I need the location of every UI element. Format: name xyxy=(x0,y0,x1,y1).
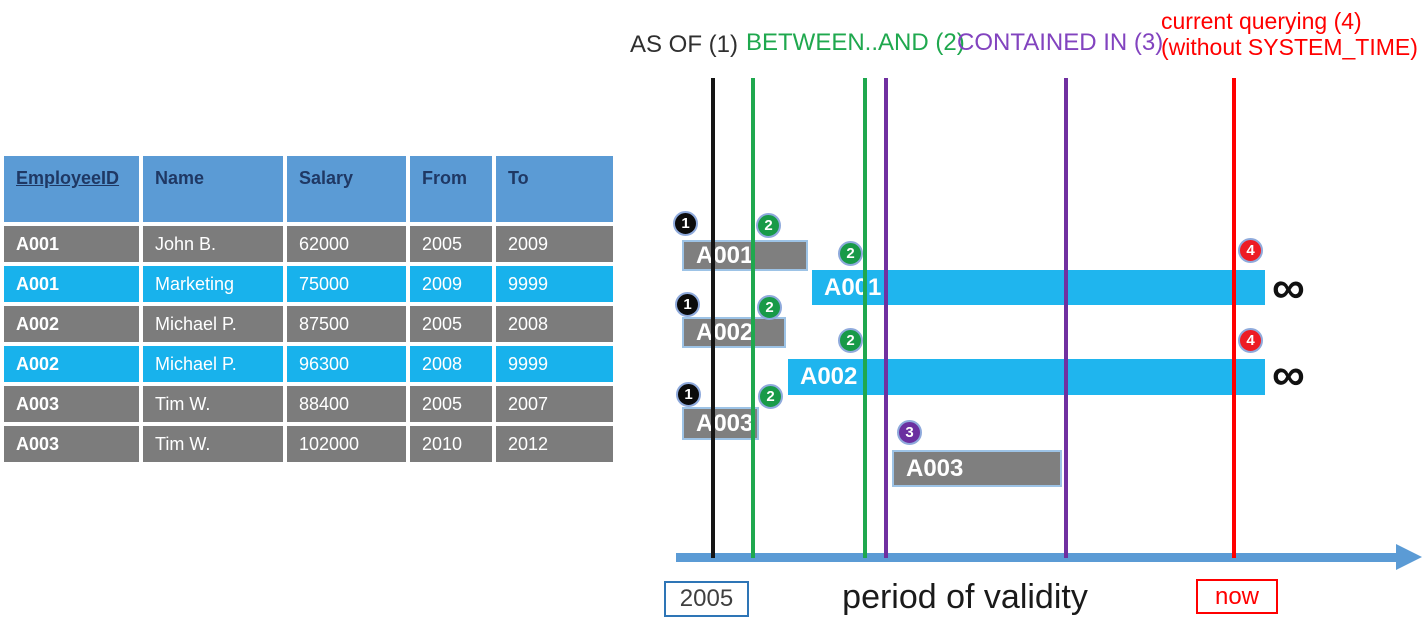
table-cell: 2008 xyxy=(496,306,613,342)
table-cell: A001 xyxy=(4,266,139,302)
validity-bar-a002-current: A002 xyxy=(788,359,1265,395)
table-cell: 9999 xyxy=(496,266,613,302)
col-header-to: To xyxy=(496,156,613,222)
bar-label: A001 xyxy=(696,241,754,269)
table-cell: 75000 xyxy=(287,266,406,302)
legend-current-querying-line2: (without SYSTEM_TIME) xyxy=(1161,34,1418,60)
badge-2-icon: 2 xyxy=(757,295,782,320)
table-cell: A002 xyxy=(4,346,139,382)
table-cell: 2008 xyxy=(410,346,492,382)
legend-between-and: BETWEEN..AND (2) xyxy=(746,29,965,56)
table-cell: 102000 xyxy=(287,426,406,462)
badge-2-icon: 2 xyxy=(756,213,781,238)
timeline-start-label: 2005 xyxy=(664,581,749,617)
bar-label: A001 xyxy=(824,273,882,301)
legend-current-querying: current querying (4) (without SYSTEM_TIM… xyxy=(1161,8,1418,60)
validity-bar-a002-closed: A002 xyxy=(682,317,786,348)
bar-label: A003 xyxy=(906,454,964,482)
as-of-line xyxy=(711,78,715,558)
validity-bar-a001-closed: A001 xyxy=(682,240,808,271)
table-cell: Michael P. xyxy=(143,346,283,382)
table-cell: 96300 xyxy=(287,346,406,382)
badge-2-icon: 2 xyxy=(758,384,783,409)
table-cell: 2005 xyxy=(410,306,492,342)
badge-4-icon: 4 xyxy=(1238,328,1263,353)
col-header-salary: Salary xyxy=(287,156,406,222)
employee-history-table: EmployeeID Name Salary From To A001 John… xyxy=(4,156,613,462)
timeline-axis xyxy=(676,553,1398,562)
table-cell: Tim W. xyxy=(143,426,283,462)
bar-label: A002 xyxy=(800,363,858,390)
bar-label: A002 xyxy=(696,318,754,346)
badge-2-icon: 2 xyxy=(838,241,863,266)
badge-1-icon: 1 xyxy=(676,382,701,407)
col-header-employeeid-label: EmployeeID xyxy=(16,168,120,188)
between-start-line xyxy=(751,78,755,558)
table-cell: A003 xyxy=(4,386,139,422)
table-cell: 2005 xyxy=(410,226,492,262)
contained-start-line xyxy=(884,78,888,558)
table-cell: 2009 xyxy=(496,226,613,262)
table-cell: Michael P. xyxy=(143,306,283,342)
bar-label: A003 xyxy=(696,409,754,437)
badge-2-icon: 2 xyxy=(838,328,863,353)
col-header-from: From xyxy=(410,156,492,222)
table-cell: A002 xyxy=(4,306,139,342)
timeline-axis-label: period of validity xyxy=(842,578,1088,616)
legend-current-querying-line1: current querying (4) xyxy=(1161,8,1362,34)
legend-contained-in: CONTAINED IN (3) xyxy=(957,29,1164,56)
infinity-icon: ∞ xyxy=(1272,348,1305,400)
col-header-name: Name xyxy=(143,156,283,222)
table-cell: 62000 xyxy=(287,226,406,262)
table-cell: Marketing xyxy=(143,266,283,302)
timeline-now-label: now xyxy=(1196,579,1278,614)
between-end-line xyxy=(863,78,867,558)
col-header-employeeid: EmployeeID xyxy=(4,156,139,222)
legend-as-of: AS OF (1) xyxy=(630,31,739,58)
table-cell: 2010 xyxy=(410,426,492,462)
table-cell: A001 xyxy=(4,226,139,262)
table-cell: Tim W. xyxy=(143,386,283,422)
badge-1-icon: 1 xyxy=(675,292,700,317)
table-cell: John B. xyxy=(143,226,283,262)
now-line xyxy=(1232,78,1236,558)
validity-bar-a003-closed-1: A003 xyxy=(682,407,759,440)
table-cell: 2012 xyxy=(496,426,613,462)
badge-4-icon: 4 xyxy=(1238,238,1263,263)
badge-1-icon: 1 xyxy=(673,211,698,236)
table-cell: 87500 xyxy=(287,306,406,342)
table-cell: A003 xyxy=(4,426,139,462)
table-cell: 2009 xyxy=(410,266,492,302)
timeline-arrowhead-icon xyxy=(1396,544,1422,570)
validity-bar-a001-current: A001 xyxy=(812,270,1265,305)
table-cell: 2007 xyxy=(496,386,613,422)
table-cell: 9999 xyxy=(496,346,613,382)
table-cell: 2005 xyxy=(410,386,492,422)
table-cell: 88400 xyxy=(287,386,406,422)
badge-3-icon: 3 xyxy=(897,420,922,445)
validity-bar-a003-closed-2: A003 xyxy=(892,450,1062,487)
contained-end-line xyxy=(1064,78,1068,558)
infinity-icon: ∞ xyxy=(1272,261,1305,313)
